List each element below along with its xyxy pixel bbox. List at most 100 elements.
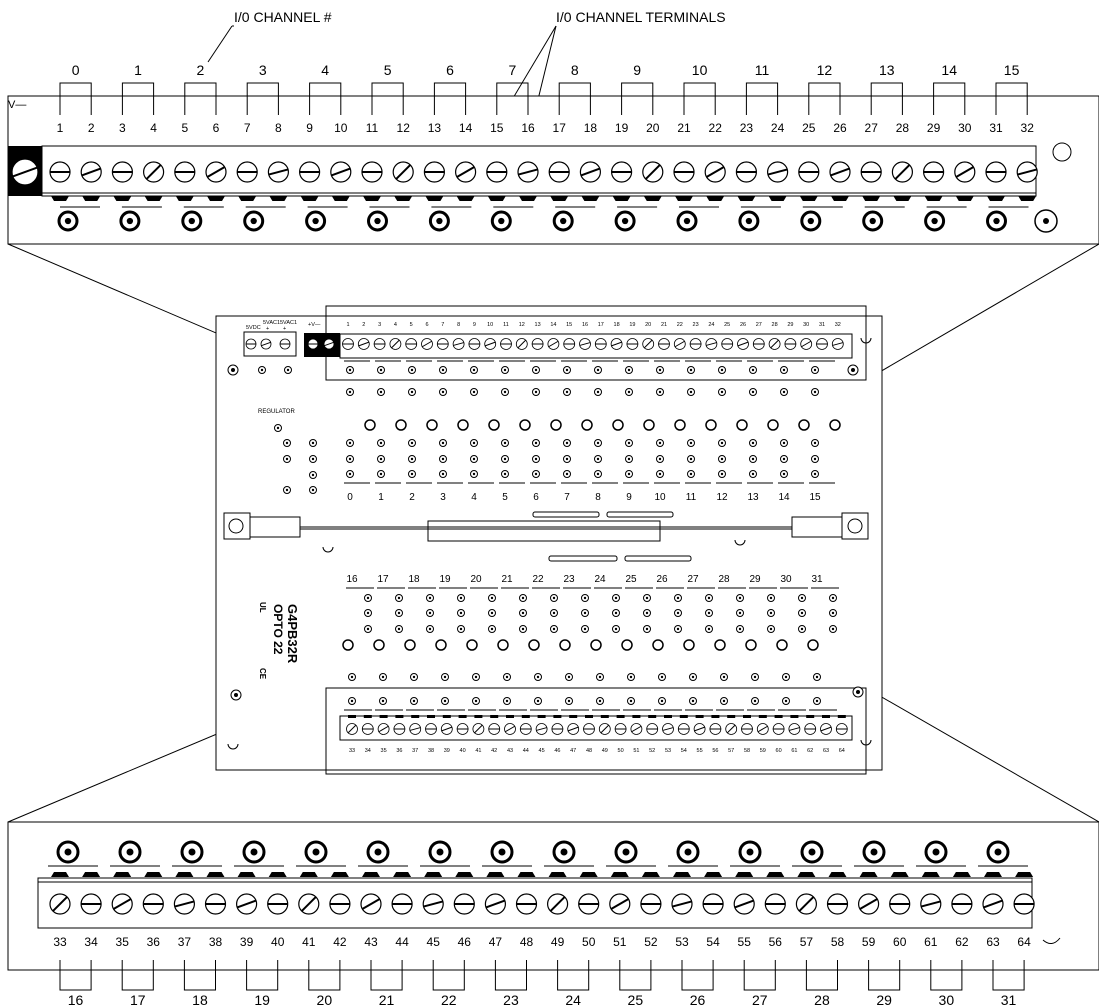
board-top-mod-c-center bbox=[410, 472, 414, 476]
board-bottom-module-ring bbox=[528, 639, 540, 651]
board-bot-mod-a-center bbox=[676, 596, 680, 600]
top-channel-bracket bbox=[745, 82, 779, 115]
board-top-term-label: 8 bbox=[457, 322, 460, 328]
bottom-channel-label: 18 bbox=[192, 992, 208, 1008]
board-bot-led-center bbox=[660, 699, 664, 703]
board-bot-led2-center bbox=[567, 675, 571, 679]
board-top-term-screw-slot bbox=[705, 342, 717, 346]
board-top-led2-center bbox=[379, 390, 383, 394]
board-bottom-term-label: 63 bbox=[823, 748, 829, 754]
top-terminal-label: 3 bbox=[119, 121, 126, 135]
channel-number-callout: I/0 CHANNEL # bbox=[234, 9, 332, 25]
board-bottom-term-tab bbox=[727, 715, 736, 718]
board-top-mod-b-center bbox=[534, 457, 538, 461]
bottom-term-37-screw-slot bbox=[174, 900, 195, 908]
board-top-led-center bbox=[751, 368, 755, 372]
board-top-strip-body bbox=[339, 333, 853, 359]
board-top-module-ring bbox=[364, 419, 376, 431]
board-bot-led2-center bbox=[660, 675, 664, 679]
board-bottom-term-screw-slot bbox=[504, 725, 516, 733]
board-bot-mod-c-center bbox=[738, 627, 742, 631]
top-term-tab bbox=[737, 196, 756, 201]
board-bottom-channel-label: 30 bbox=[780, 574, 792, 585]
board-bot-led2-center bbox=[753, 675, 757, 679]
board-bottom-module-ring bbox=[590, 639, 602, 651]
bottom-channel-bracket bbox=[183, 960, 216, 991]
board-bottom-term-tab bbox=[679, 715, 688, 718]
board-bot-mod-c-center bbox=[831, 627, 835, 631]
bottom-zoom-box bbox=[325, 687, 867, 775]
board-bottom-term-screw-slot bbox=[631, 725, 642, 733]
bottom-channel-bracket bbox=[868, 960, 901, 991]
bottom-ch-17-led-center bbox=[126, 848, 134, 856]
board-top-led2-center bbox=[627, 390, 631, 394]
channel-terminals-callout: I/0 CHANNEL TERMINALS bbox=[556, 9, 726, 25]
board-bot-led-center bbox=[474, 699, 478, 703]
bottom-term-53-screw-slot bbox=[672, 900, 692, 908]
board-bot-mod-c-center bbox=[521, 627, 525, 631]
board-bot-mod-a-center bbox=[552, 596, 556, 600]
board-top-term-label: 25 bbox=[724, 322, 730, 328]
bottom-term-tab bbox=[175, 872, 194, 877]
vplus-b-screw-slot bbox=[324, 341, 334, 347]
top-channel-label: 11 bbox=[755, 62, 770, 78]
board-top-module-ring bbox=[488, 419, 500, 431]
channel-number-leader bbox=[207, 25, 233, 63]
board-bottom-term-label: 54 bbox=[681, 748, 687, 754]
top-term-tab bbox=[706, 196, 725, 201]
bottom-ch-28-led-center bbox=[808, 848, 816, 856]
top-terminal-label: 1 bbox=[57, 121, 64, 135]
board-bottom-term-tab bbox=[379, 715, 388, 718]
bottom-channel-label: 25 bbox=[628, 992, 644, 1008]
board-bot-led2-center bbox=[474, 675, 478, 679]
board-top-mod-b-center bbox=[720, 457, 724, 461]
board-bottom-term-label: 41 bbox=[475, 748, 481, 754]
board-top-term-screw-slot bbox=[358, 341, 370, 347]
board-bot-led-center bbox=[536, 699, 540, 703]
board-bottom-module-ring bbox=[652, 639, 664, 651]
top-terminal-label: 25 bbox=[802, 121, 816, 135]
power-label-5vdc: 5VDC bbox=[246, 325, 261, 331]
top-strip-mount-hole bbox=[1052, 142, 1072, 162]
bottom-term-tab bbox=[51, 872, 69, 877]
top-channel-bracket bbox=[121, 82, 155, 115]
top-ch-11-led-center bbox=[745, 217, 753, 225]
board-top-channel-label: 13 bbox=[747, 492, 759, 503]
board-top-mod-a-center bbox=[441, 441, 445, 445]
ribbon-top-right bbox=[606, 511, 674, 518]
mount-hole-center-0 bbox=[231, 368, 235, 372]
zoom-line-bottom-right bbox=[865, 687, 1099, 823]
top-channel-label: 0 bbox=[72, 62, 80, 78]
top-channel-bracket bbox=[496, 82, 529, 115]
board-bottom-module-ring bbox=[776, 639, 788, 651]
ribbon-top-left bbox=[532, 511, 600, 518]
bottom-channel-bracket bbox=[930, 960, 963, 991]
bottom-terminal-label: 61 bbox=[924, 935, 938, 949]
bottom-terminal-label: 40 bbox=[271, 935, 285, 949]
board-bottom-module-ring bbox=[435, 639, 447, 651]
board-bottom-term-tab bbox=[553, 715, 562, 718]
bottom-term-tab bbox=[455, 872, 474, 877]
board-bot-led2-center bbox=[381, 675, 385, 679]
board-top-mod-a-center bbox=[410, 441, 414, 445]
board-top-mod-b-center bbox=[751, 457, 755, 461]
mount-hole-center-2 bbox=[234, 693, 238, 697]
board-bottom-channel-label: 16 bbox=[346, 574, 358, 585]
top-term-16-screw-slot bbox=[518, 168, 538, 176]
board-bottom-module-ring bbox=[466, 639, 478, 651]
board-bot-mod-c-center bbox=[490, 627, 494, 631]
board-top-mod-a-center bbox=[348, 441, 352, 445]
top-term-24-screw-slot bbox=[767, 168, 788, 176]
board-bot-mod-b-center bbox=[707, 611, 711, 615]
board-top-mod-b-center bbox=[596, 457, 600, 461]
board-bottom-strip-body bbox=[339, 715, 853, 741]
board-top-channel-label: 12 bbox=[716, 492, 728, 503]
board-bot-mod-b-center bbox=[614, 611, 618, 615]
board-bottom-term-label: 51 bbox=[633, 748, 639, 754]
board-outline bbox=[215, 315, 883, 771]
board-bottom-term-screw-slot bbox=[409, 727, 421, 731]
